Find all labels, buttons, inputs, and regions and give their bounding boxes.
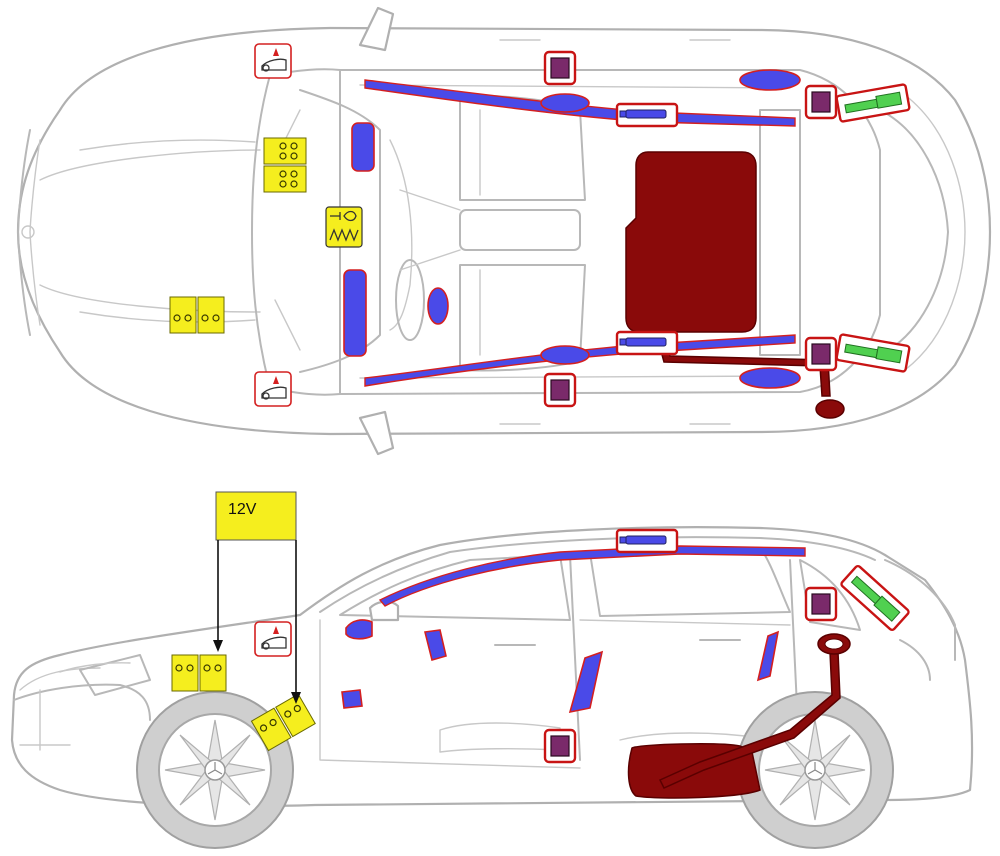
top-belt-tensioners	[615, 102, 679, 356]
gas-strut-icon	[835, 83, 911, 123]
side-airbag-front-right	[540, 345, 590, 365]
front-seat-airbag-side	[568, 650, 604, 714]
driver-knee-airbag	[343, 269, 367, 357]
voltage-label-box	[215, 491, 297, 541]
passenger-airbag-side	[345, 619, 373, 640]
battery-icon	[250, 693, 316, 752]
side-fuel-tank	[627, 633, 851, 799]
pressure-spring-icon	[325, 206, 363, 248]
driver-airbag	[427, 287, 449, 325]
belt-tensioner-icon	[615, 330, 679, 356]
knee-airbag-side	[341, 689, 363, 709]
top-control-units	[543, 50, 838, 408]
control-unit-icon	[804, 586, 838, 622]
control-unit-icon	[804, 336, 838, 372]
hood-lift-hazard-icon	[254, 621, 292, 657]
curtain-airbag-side	[378, 545, 806, 607]
control-unit-icon	[543, 372, 577, 408]
top-curtain-airbags	[343, 69, 801, 389]
top-view-car	[16, 6, 992, 456]
belt-tensioner-icon	[615, 528, 679, 554]
battery-icon	[263, 137, 307, 193]
rear-seat-airbag-side	[756, 630, 780, 682]
side-airbag-rear-right	[739, 367, 801, 389]
front-wheel	[136, 691, 294, 849]
hood-lift-hazard-icon	[254, 43, 292, 79]
curtain-airbag-left	[364, 79, 796, 127]
control-unit-icon	[543, 728, 577, 764]
battery-icon	[169, 296, 225, 334]
curtain-airbag-right	[364, 334, 796, 387]
fuel-filler-cap	[815, 399, 845, 419]
battery-icon	[171, 654, 227, 692]
top-batteries	[169, 137, 307, 334]
control-unit-icon	[543, 50, 577, 86]
top-fuel-tank	[625, 151, 845, 419]
control-unit-icon	[804, 84, 838, 120]
hood-lift-hazard-icon	[254, 371, 292, 407]
voltage-label-text: 12V	[228, 501, 257, 518]
side-control-units	[543, 586, 838, 764]
passenger-airbag	[351, 122, 375, 172]
side-airbag-rear-left	[739, 69, 801, 91]
dash-airbag-side	[424, 629, 447, 661]
side-curtain-airbags	[341, 545, 806, 714]
side-airbag-front-left	[540, 93, 590, 113]
battery-voltage-callout: 12V	[213, 491, 301, 704]
fuel-tank-icon	[625, 151, 757, 333]
belt-tensioner-icon	[615, 102, 679, 128]
gas-strut-icon	[835, 333, 911, 373]
gas-strut-icon	[840, 564, 910, 632]
top-gas-struts	[835, 83, 911, 373]
rear-wheel	[736, 691, 894, 849]
